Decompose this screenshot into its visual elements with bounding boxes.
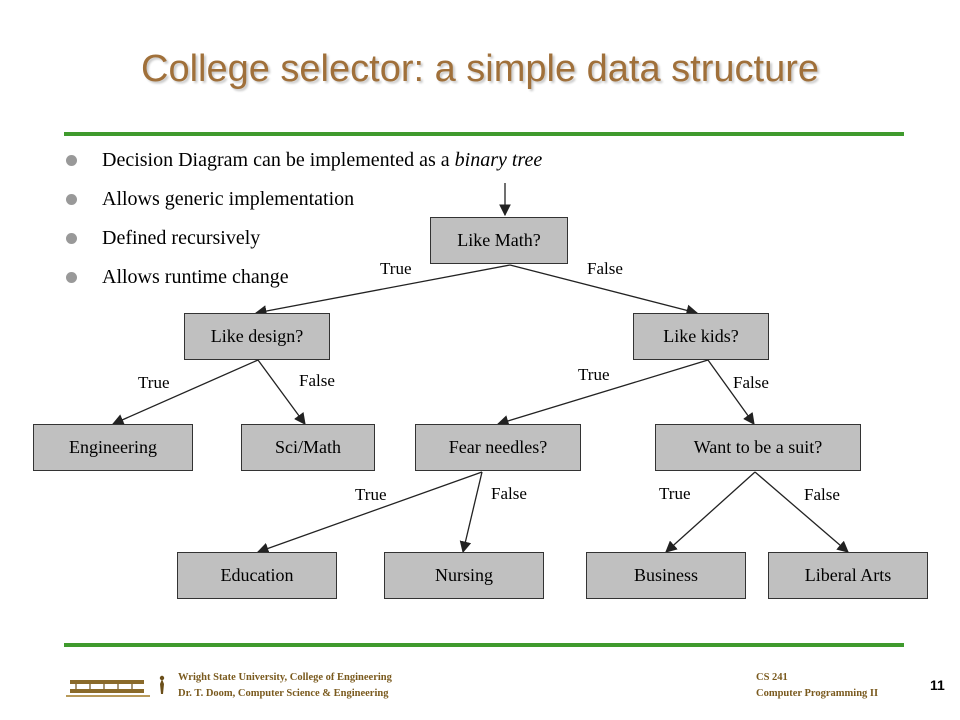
node-sci-math: Sci/Math xyxy=(241,424,375,471)
edge-needles-education xyxy=(256,471,483,554)
footer-university: Wright State University, College of Engi… xyxy=(178,672,392,683)
node-nursing: Nursing xyxy=(384,552,544,599)
edge-label-false: False xyxy=(804,485,840,504)
bullet-text: Defined recursively xyxy=(102,227,261,249)
page-number: 11 xyxy=(930,677,945,693)
edge-label-false: False xyxy=(733,373,769,392)
bullet-text: Allows generic implementation xyxy=(102,188,355,210)
node-want-suit: Want to be a suit? xyxy=(655,424,861,471)
node-like-math: Like Math? xyxy=(430,217,568,264)
edge-label-false: False xyxy=(587,259,623,278)
edge-root-kids xyxy=(509,264,699,317)
bullet-dot-icon xyxy=(66,194,77,205)
wright-flyer-logo-icon xyxy=(66,675,165,697)
node-fear-needles: Fear needles? xyxy=(415,424,581,471)
top-divider xyxy=(64,132,904,136)
node-engineering: Engineering xyxy=(33,424,193,471)
edge-design-engineering xyxy=(111,359,259,426)
edge-suit-liberal xyxy=(754,471,849,553)
edge-kids-suit xyxy=(707,359,755,425)
bullet-emphasis: binary tree xyxy=(454,149,543,171)
bullet-text: Decision Diagram can be implemented as a xyxy=(102,149,455,171)
edge-label-true: True xyxy=(659,484,691,503)
edge-label-true: True xyxy=(380,259,412,278)
node-business: Business xyxy=(586,552,746,599)
edge-label-true: True xyxy=(138,373,170,392)
edge-design-scimath xyxy=(257,359,306,425)
edge-needles-nursing xyxy=(459,471,483,554)
edge-label-false: False xyxy=(491,484,527,503)
bottom-divider xyxy=(64,643,904,647)
footer-course-name: Computer Programming II xyxy=(756,688,879,699)
edge-label-true: True xyxy=(578,365,610,384)
node-liberal-arts: Liberal Arts xyxy=(768,552,928,599)
footer-author: Dr. T. Doom, Computer Science & Engineer… xyxy=(178,688,389,699)
footer-course: CS 241 xyxy=(756,672,788,683)
bullet-dot-icon xyxy=(66,155,77,166)
edge-label-true: True xyxy=(355,485,387,504)
bullet-text: Allows runtime change xyxy=(102,266,289,288)
node-like-design: Like design? xyxy=(184,313,330,360)
edge-root-design xyxy=(254,264,511,317)
edge-label-false: False xyxy=(299,371,335,390)
bullet-dot-icon xyxy=(66,272,77,283)
edge-kids-needles xyxy=(496,359,709,427)
node-education: Education xyxy=(177,552,337,599)
edge-suit-business xyxy=(665,471,756,553)
bullet-dot-icon xyxy=(66,233,77,244)
node-like-kids: Like kids? xyxy=(633,313,769,360)
slide-title: College selector: a simple data structur… xyxy=(141,48,819,90)
